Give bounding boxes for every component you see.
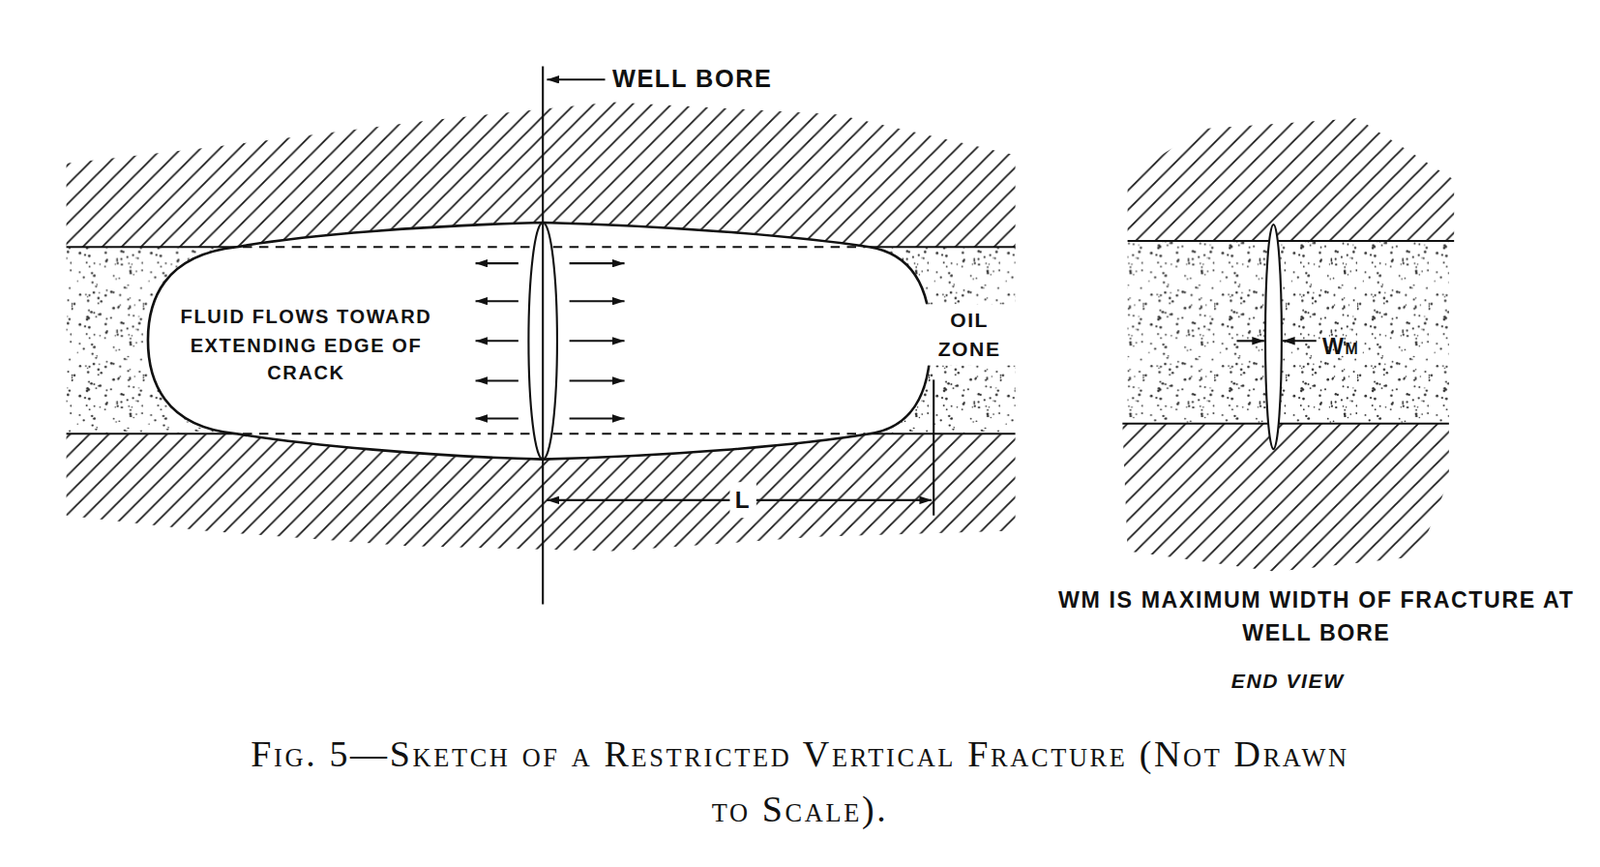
flow-arrow bbox=[475, 299, 519, 302]
zone-boundary bbox=[1122, 240, 1454, 424]
width-arrow bbox=[1236, 339, 1264, 342]
fracture-outline bbox=[148, 222, 931, 460]
dimension-tick bbox=[932, 379, 935, 515]
flow-arrow bbox=[569, 379, 625, 382]
flow-arrow bbox=[569, 299, 625, 302]
oil-zone-stipple bbox=[1127, 240, 1450, 424]
view-label: END VIEW bbox=[1231, 666, 1345, 697]
dimension-label: L bbox=[729, 481, 756, 518]
width-label: WM bbox=[1322, 330, 1360, 364]
flow-arrow bbox=[475, 339, 519, 342]
figure-caption: Fig. 5—Sketch of a Restricted Vertical F… bbox=[243, 726, 1357, 837]
zone-label: OIL ZONE bbox=[921, 303, 1018, 365]
flow-arrow bbox=[475, 416, 519, 419]
leader-label: WELL BORE bbox=[612, 61, 773, 98]
flow-arrow bbox=[569, 416, 625, 419]
base-rock-hatch bbox=[1122, 423, 1450, 572]
note-text: WM IS MAXIMUM WIDTH OF FRACTURE AT WELL … bbox=[1050, 583, 1582, 649]
flow-arrow bbox=[569, 339, 625, 342]
cap-rock-hatch bbox=[1127, 118, 1455, 241]
well-bore-line bbox=[541, 66, 544, 605]
leader-arrow bbox=[546, 78, 605, 81]
flow-arrow bbox=[475, 262, 519, 265]
flow-note: FLUID FLOWS TOWARD EXTENDING EDGE OF CRA… bbox=[152, 302, 459, 387]
fracture-lens bbox=[1265, 224, 1282, 449]
flow-arrow bbox=[475, 379, 519, 382]
width-arrow bbox=[1282, 339, 1317, 342]
flow-arrow bbox=[569, 262, 625, 265]
